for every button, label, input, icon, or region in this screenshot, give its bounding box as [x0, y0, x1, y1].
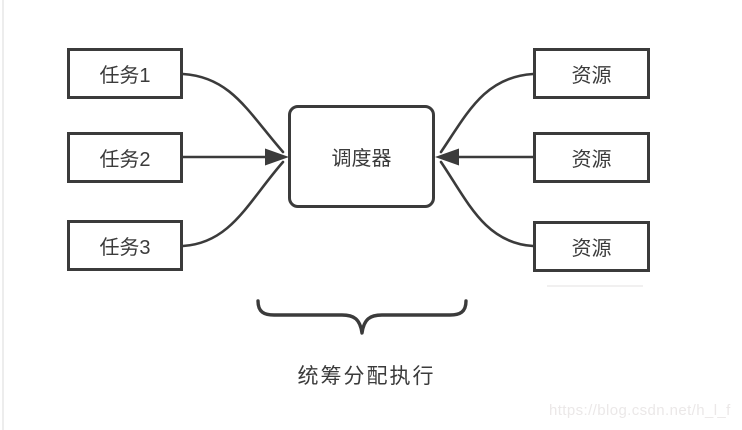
- node-scheduler-label: 调度器: [331, 148, 392, 170]
- node-resource2: 资源: [533, 132, 650, 183]
- node-task1-label: 任务1: [99, 65, 151, 87]
- connector-resource1-scheduler: [439, 72, 535, 154]
- faint-artifact-line: [547, 285, 643, 287]
- node-task3: 任务3: [67, 220, 183, 271]
- node-resource1-label: 资源: [571, 65, 612, 87]
- node-resource2-label: 资源: [571, 149, 612, 171]
- arrowhead-left: [265, 148, 289, 166]
- node-task2: 任务2: [67, 132, 183, 183]
- node-task1: 任务1: [67, 48, 183, 99]
- node-resource1: 资源: [533, 48, 650, 99]
- node-resource3-label: 资源: [571, 238, 612, 260]
- watermark-url: https://blog.csdn.net/h_l_f: [549, 402, 731, 419]
- arrowhead-right: [435, 148, 459, 166]
- connector-task1-scheduler: [181, 72, 285, 154]
- node-scheduler: 调度器: [288, 105, 435, 208]
- connector-resource3-scheduler: [439, 160, 535, 248]
- node-resource3: 资源: [533, 221, 650, 272]
- node-task3-label: 任务3: [99, 237, 151, 259]
- connector-task3-scheduler: [181, 160, 285, 248]
- left-edge-line: [2, 0, 4, 430]
- node-task2-label: 任务2: [99, 149, 151, 171]
- brace-caption: 统筹分配执行: [297, 365, 436, 388]
- underbrace: [256, 299, 468, 335]
